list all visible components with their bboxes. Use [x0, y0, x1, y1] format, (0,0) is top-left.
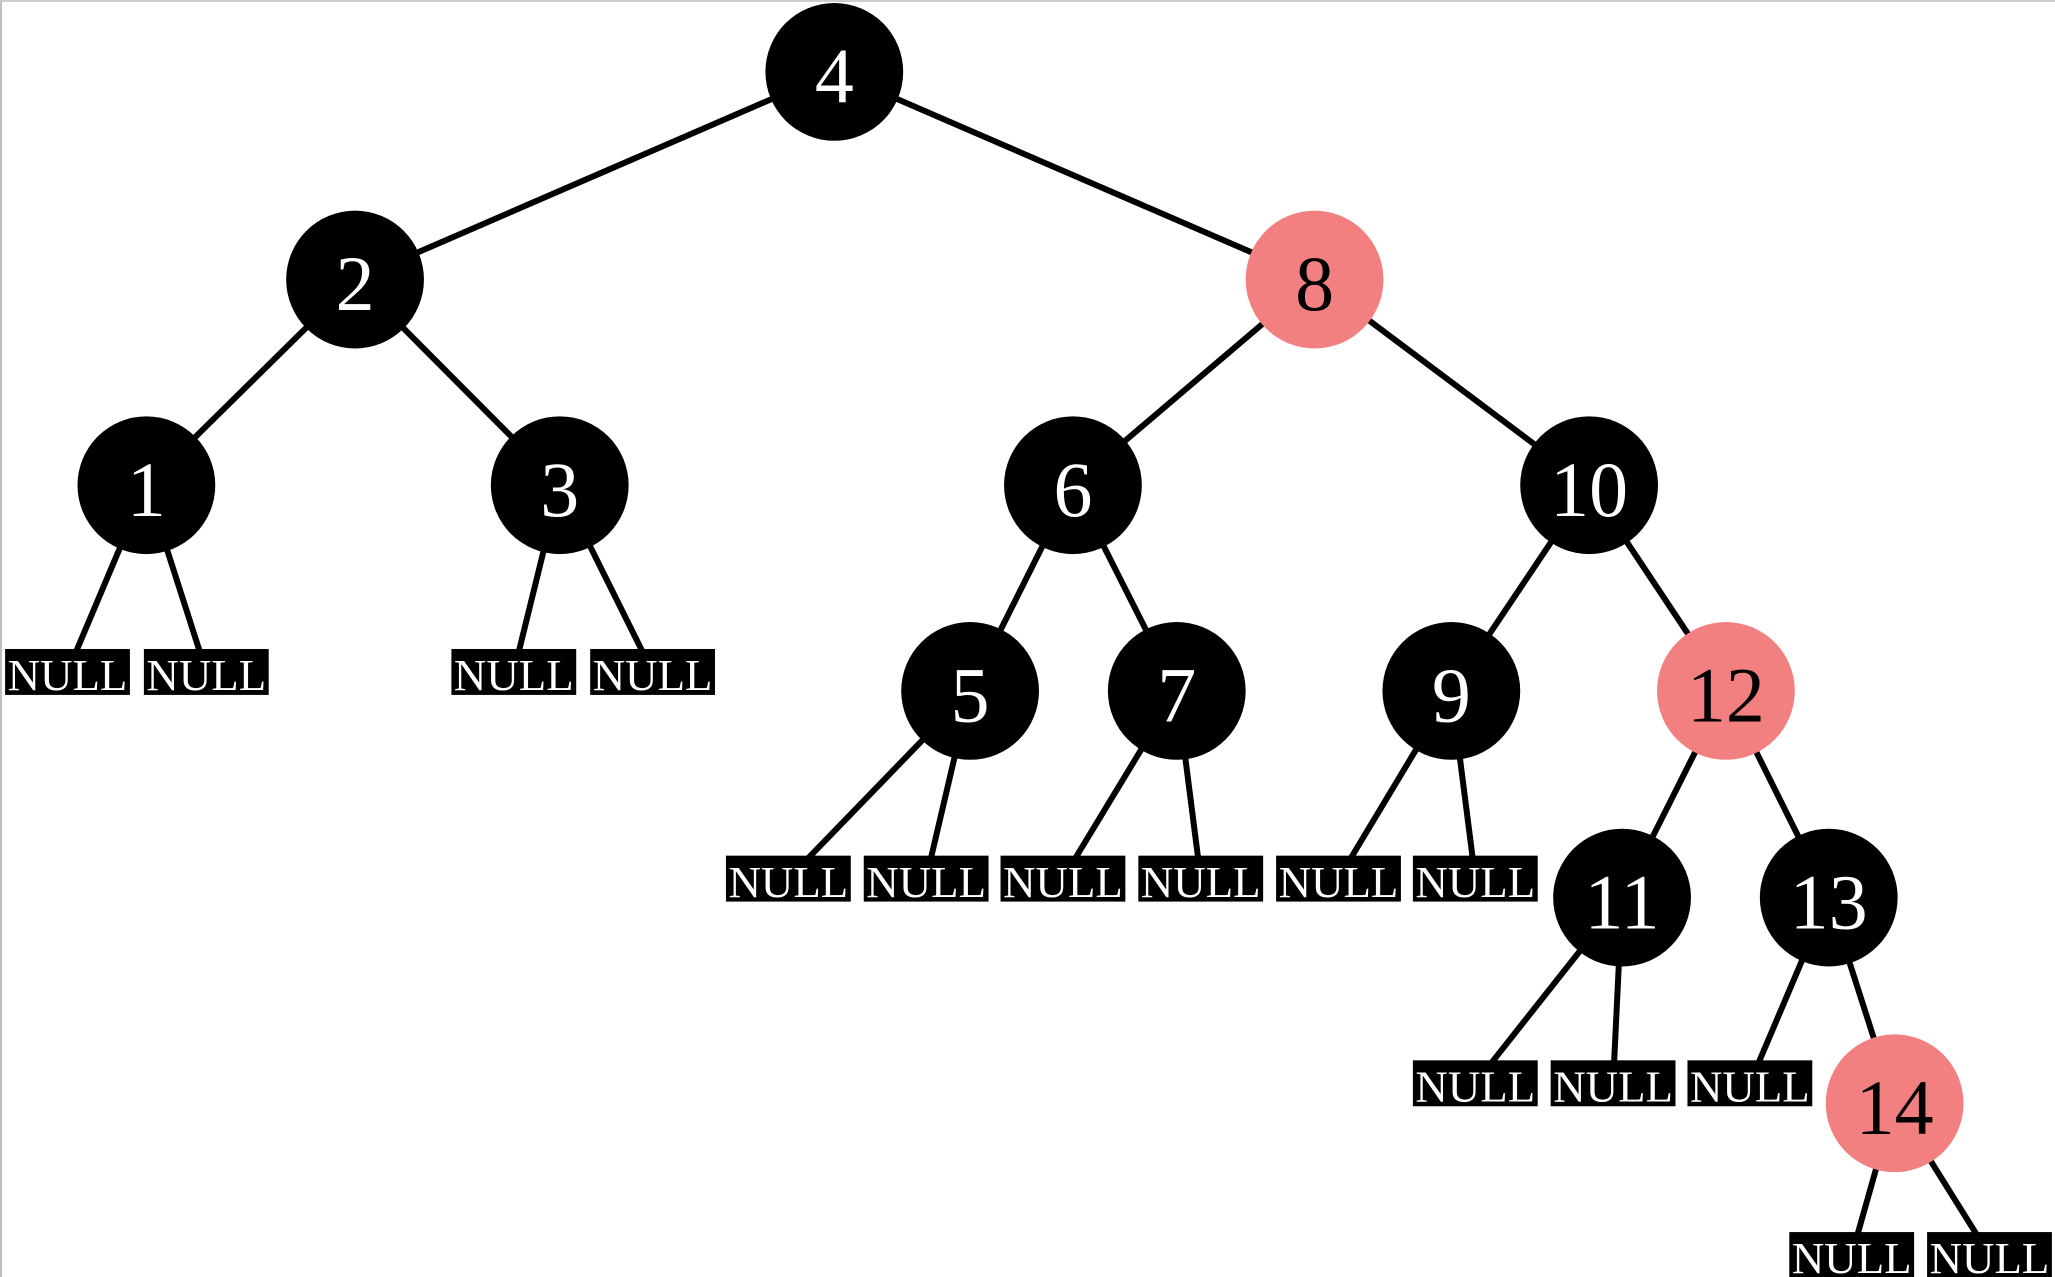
tree-node-label-6: 6 — [1053, 447, 1092, 533]
null-leaf-box — [5, 648, 130, 695]
null-leaf-label: NULL — [8, 650, 128, 700]
null-leaf-box — [725, 855, 851, 902]
null-leaf-label: NULL — [1415, 1061, 1535, 1111]
null-leaf-label: NULL — [1690, 1061, 1810, 1111]
tree-node-10 — [1520, 416, 1659, 555]
tree-node-3 — [490, 416, 629, 555]
null-leaf-label: NULL — [593, 650, 713, 700]
null-leaf-label: NULL — [1279, 857, 1399, 907]
null-leaf-label: NULL — [454, 650, 574, 700]
null-leaves-layer: NULL NULL NULL NULL NULL NULL NULL NULL NULL NULL… — [5, 648, 2052, 1277]
tree-node-label-8: 8 — [1295, 241, 1334, 327]
null-leaf-box — [1412, 1060, 1538, 1107]
tree-node-label-12: 12 — [1687, 653, 1765, 739]
null-leaf-label: NULL — [1415, 857, 1535, 907]
null-leaf-label: NULL — [729, 857, 849, 907]
tree-node-1 — [77, 416, 216, 555]
tree-node-label-11: 11 — [1585, 859, 1660, 945]
tree-node-label-13: 13 — [1790, 859, 1868, 945]
tree-node-label-9: 9 — [1432, 653, 1471, 739]
tree-node-7 — [1107, 622, 1246, 760]
null-leaf-box — [143, 648, 269, 695]
tree-node-label-2: 2 — [336, 241, 375, 327]
tree-node-label-10: 10 — [1550, 447, 1628, 533]
tree-node-14 — [1825, 1034, 1964, 1173]
null-leaf-label: NULL — [1553, 1061, 1673, 1111]
null-leaf-box — [1276, 855, 1401, 902]
null-leaf-box — [590, 648, 715, 695]
tree-node-label-3: 3 — [540, 447, 579, 533]
tree-node-11 — [1553, 828, 1691, 967]
null-leaf-label: NULL — [1792, 1233, 1912, 1277]
tree-edge — [833, 69, 1316, 283]
null-leaf-label: NULL — [1930, 1233, 2050, 1277]
null-leaf-label: NULL — [1003, 857, 1123, 907]
tree-node-2 — [286, 210, 424, 349]
null-leaf-box — [863, 855, 989, 902]
tree-node-label-14: 14 — [1856, 1065, 1934, 1151]
null-leaf-label: NULL — [1141, 857, 1261, 907]
null-leaf-box — [1412, 855, 1538, 902]
null-leaf-label: NULL — [866, 857, 986, 907]
tree-edge — [353, 69, 836, 283]
tree-node-label-1: 1 — [127, 447, 166, 533]
tree-node-5 — [901, 622, 1039, 760]
tree-node-8 — [1245, 210, 1384, 349]
null-leaf-box — [451, 648, 577, 695]
null-leaf-label: NULL — [146, 650, 266, 700]
tree-node-4 — [765, 2, 904, 141]
tree-node-label-4: 4 — [815, 34, 854, 120]
tree-node-6 — [1004, 416, 1142, 555]
null-leaf-box — [1687, 1060, 1813, 1107]
tree-node-label-7: 7 — [1157, 653, 1196, 739]
null-leaf-box — [1789, 1232, 1915, 1277]
null-leaf-box — [1138, 855, 1264, 902]
tree-node-12 — [1657, 622, 1795, 760]
tree-node-label-5: 5 — [951, 653, 990, 739]
null-leaf-box — [1927, 1232, 2052, 1277]
tree-node-13 — [1759, 828, 1898, 967]
null-leaf-box — [1000, 855, 1126, 902]
null-leaf-box — [1550, 1060, 1676, 1107]
tree-node-9 — [1382, 622, 1521, 760]
